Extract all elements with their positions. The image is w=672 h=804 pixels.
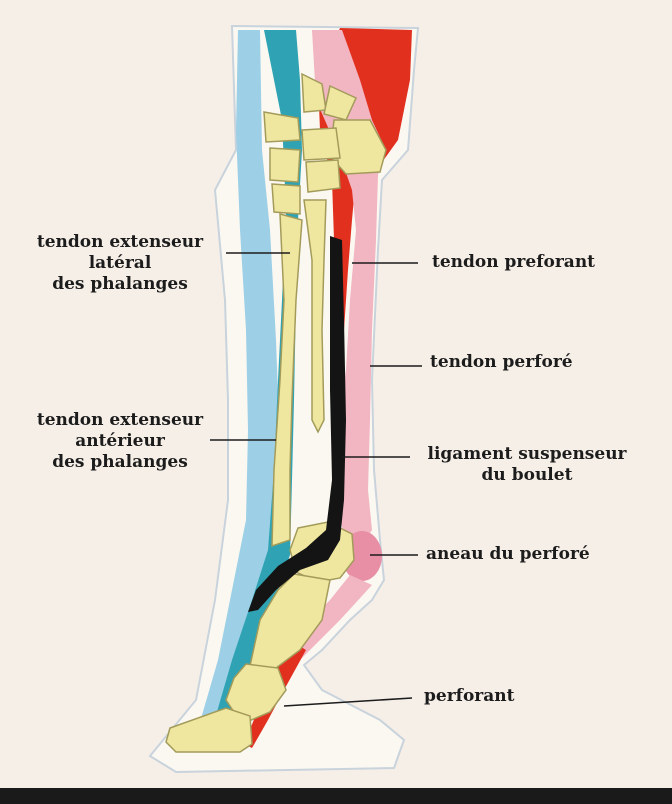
- bones: [165, 72, 387, 753]
- leader-perforant: [283, 697, 413, 707]
- leader-lines: [210, 252, 422, 707]
- bottom-bar: [0, 788, 672, 800]
- label-lateral-extensor: tendon extenseur latéral des phalanges: [36, 232, 204, 294]
- anterior-extensor-outer: [200, 30, 282, 722]
- label-deep-flexor: tendon preforant: [432, 252, 596, 272]
- label-anterior-extensor: tendon extenseur antérieur des phalanges: [36, 410, 204, 472]
- label-superficial-flexor: tendon perforé: [430, 352, 573, 372]
- label-suspensory: ligament suspenseur du boulet: [427, 444, 627, 485]
- label-annular: aneau du perforé: [426, 544, 590, 564]
- label-perforant: perforant: [424, 686, 515, 706]
- lateral-extensor-tendon: [214, 30, 302, 722]
- suspensory-ligament: [248, 236, 346, 612]
